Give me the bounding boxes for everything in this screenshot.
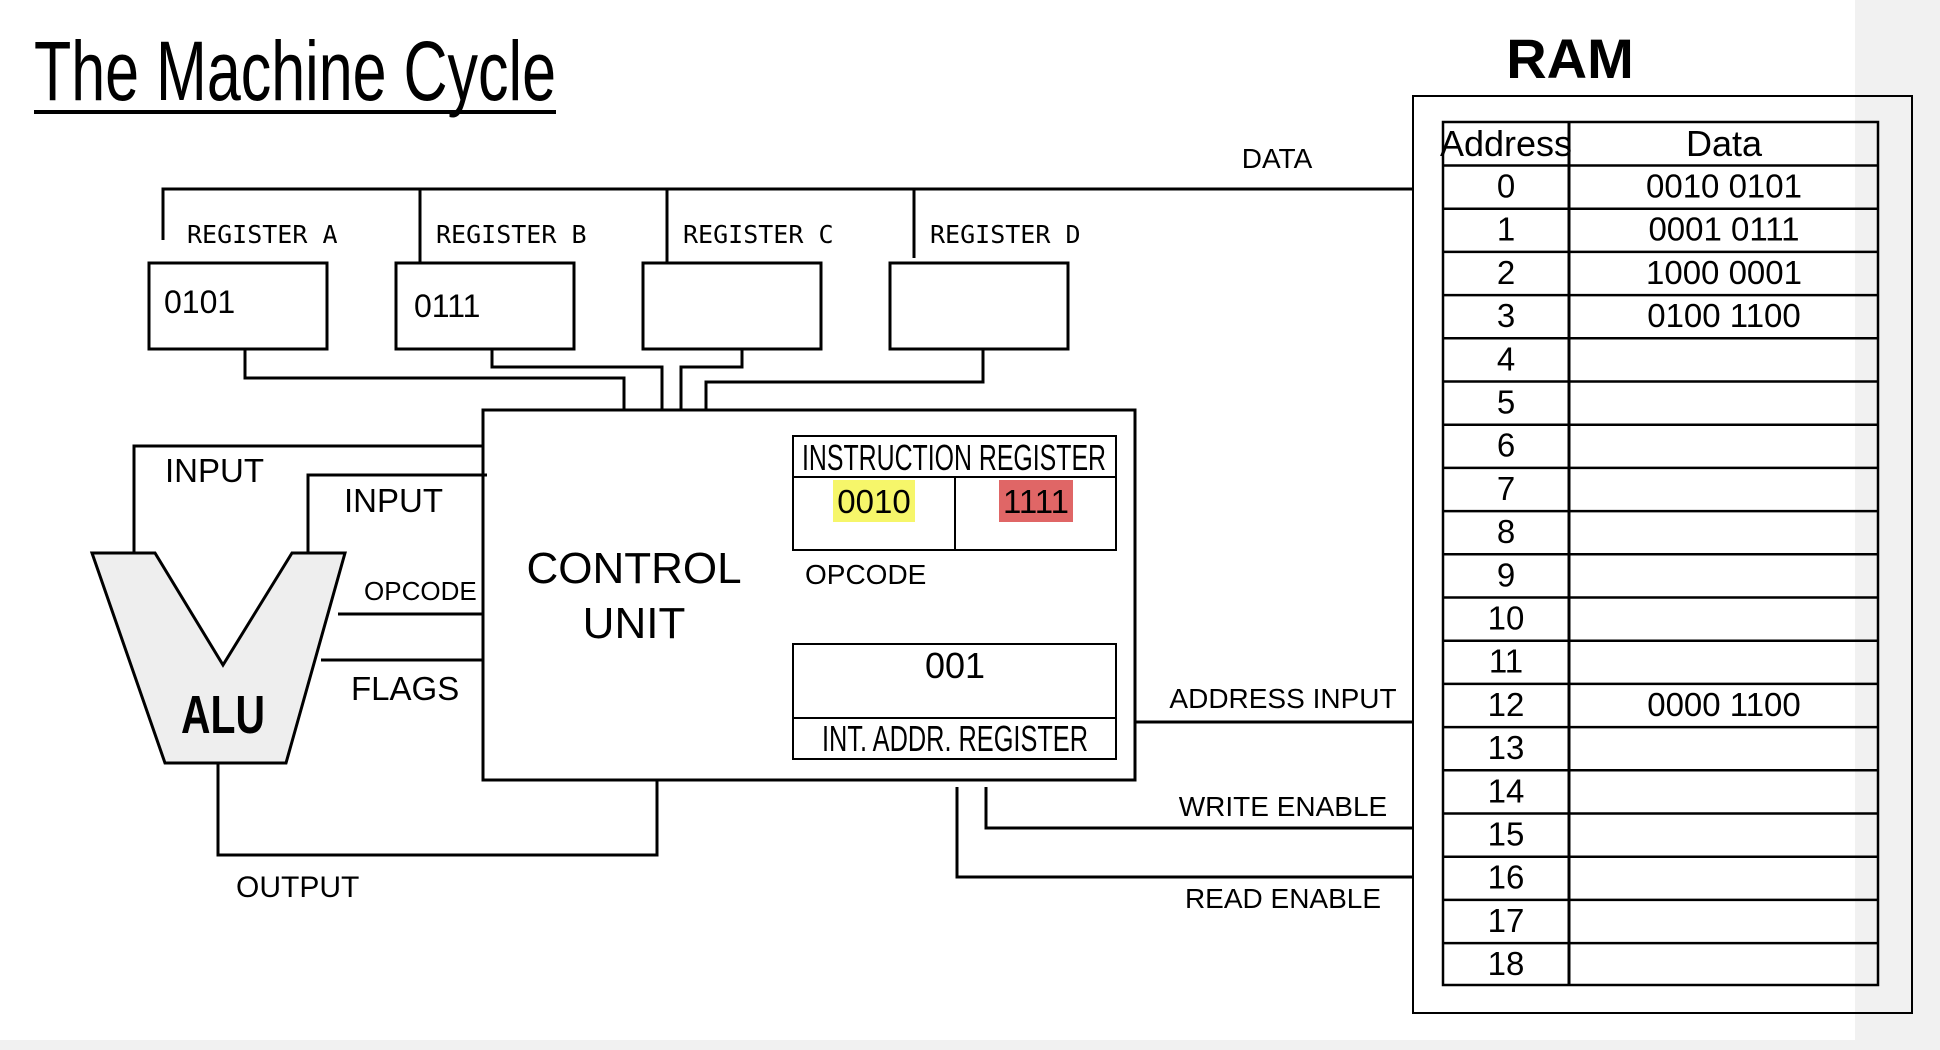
register-b-value: 0111: [414, 288, 480, 324]
ram-address-cell: 11: [1489, 643, 1523, 680]
ram-data-cell: 0000 1100: [1647, 686, 1801, 723]
instruction-register: INSTRUCTION REGISTER 0010 1111 OPCODE: [792, 435, 1117, 590]
ram-col-address: Address: [1440, 123, 1572, 164]
ram-address-cell: 5: [1497, 384, 1515, 421]
instruction-address-value: 1111: [1003, 483, 1069, 520]
alu-input-a-label: INPUT: [165, 452, 264, 489]
address-input-bus: ADDRESS INPUT: [1135, 683, 1413, 724]
ram-address-cell: 4: [1497, 340, 1515, 377]
register-d-label: REGISTER D: [930, 220, 1081, 249]
ram-address-cell: 13: [1488, 729, 1525, 766]
ram-address-cell: 15: [1488, 816, 1525, 853]
ram-data-cell: 0100 1100: [1647, 297, 1801, 334]
alu-label: ALU: [181, 685, 265, 745]
ram-address-cell: 14: [1488, 772, 1525, 809]
register-c: REGISTER C: [641, 220, 834, 351]
register-c-label: REGISTER C: [683, 220, 834, 249]
title-underline: [34, 110, 556, 114]
read-enable-line: READ ENABLE: [955, 787, 1413, 914]
control-unit-label-1: CONTROL: [526, 544, 741, 593]
alu-output-label: OUTPUT: [236, 871, 359, 904]
write-enable-line: WRITE ENABLE: [984, 787, 1413, 830]
write-enable-label: WRITE ENABLE: [1179, 791, 1387, 822]
read-enable-label: READ ENABLE: [1185, 883, 1381, 914]
ram-address-cell: 0: [1497, 168, 1515, 205]
int-addr-register-box: [792, 643, 1117, 760]
register-links: [243, 349, 985, 410]
ram-address-cell: 17: [1488, 902, 1525, 939]
register-a-box: [147, 261, 329, 351]
instruction-opcode-value: 0010: [837, 483, 910, 520]
register-a-label: REGISTER A: [187, 220, 338, 249]
ram-address-cell: 6: [1497, 427, 1515, 464]
ram-address-cell: 1: [1497, 211, 1515, 248]
register-d-box: [888, 261, 1070, 351]
register-b-box: [394, 261, 576, 351]
alu-links: [132, 444, 659, 857]
opcode-highlight: [833, 480, 915, 522]
ram-address-cell: 10: [1488, 600, 1525, 637]
int-addr-register: 001 INT. ADDR. REGISTER: [792, 643, 1117, 760]
ram-address-cell: 3: [1497, 297, 1515, 334]
alu: ALU: [89, 551, 347, 765]
ram-address-cell: 16: [1488, 859, 1525, 896]
register-a-value: 0101: [164, 284, 235, 320]
instruction-register-label: INSTRUCTION REGISTER: [802, 437, 1106, 478]
ram-data-cell: 0001 0111: [1648, 211, 1799, 248]
register-d: REGISTER D: [888, 220, 1081, 351]
data-bus: DATA: [161, 143, 1413, 263]
register-b-label: REGISTER B: [436, 220, 587, 249]
register-c-box: [641, 261, 823, 351]
data-bus-label: DATA: [1242, 143, 1313, 174]
page-title: The Machine Cycle: [34, 24, 556, 118]
alu-flags-label: FLAGS: [351, 670, 459, 707]
ram-data-cell: 0010 0101: [1646, 168, 1802, 205]
ram-table: Address Data 0 0010 0101 1 0001 0111 2 1000 0…: [1440, 120, 1880, 987]
register-b: REGISTER B 0111: [394, 220, 587, 351]
ram-address-cell: 2: [1497, 254, 1515, 291]
address-input-label: ADDRESS INPUT: [1169, 683, 1396, 714]
alu-opcode-label: OPCODE: [364, 576, 477, 606]
ram-heading: RAM: [1506, 27, 1634, 90]
ram-box: [1412, 95, 1913, 1014]
ram-address-cell: 9: [1497, 556, 1515, 593]
opcode-label: OPCODE: [805, 559, 926, 590]
int-addr-register-value: 001: [925, 645, 985, 686]
address-highlight: [999, 480, 1073, 522]
ram-address-cell: 18: [1488, 945, 1525, 982]
control-unit-label-2: UNIT: [583, 599, 686, 648]
ram-address-cell: 7: [1497, 470, 1515, 507]
ram-address-cell: 12: [1488, 686, 1525, 723]
register-a: REGISTER A 0101: [147, 220, 338, 351]
ram-data-cell: 1000 0001: [1646, 254, 1802, 291]
alu-input-b-label: INPUT: [344, 482, 443, 519]
int-addr-register-label: INT. ADDR. REGISTER: [822, 718, 1088, 759]
ram-col-data: Data: [1686, 123, 1763, 164]
alu-shape: [89, 551, 347, 765]
ram-address-cell: 8: [1497, 513, 1515, 550]
